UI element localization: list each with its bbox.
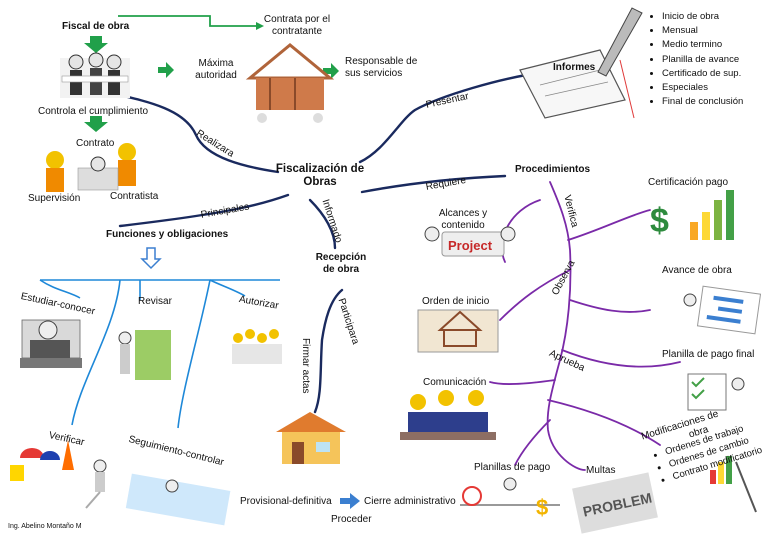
workers-illustration [60, 52, 130, 98]
svg-text:$: $ [536, 495, 548, 520]
proc-alcances: Alcances y contenido [438, 208, 488, 232]
house-illustration [276, 412, 346, 464]
measuring-man-illustration [85, 459, 107, 509]
contratista-label: Contratista [110, 191, 159, 202]
blue-branches [39, 279, 280, 429]
team-illustration [232, 329, 282, 364]
recepcion-node: Recepción de obra [312, 252, 370, 276]
proc-certificacion: Certificación pago [648, 177, 729, 188]
proc-planillas-pago: Planillas de pago [474, 462, 551, 473]
proc-planilla-final: Planilla de pago final [662, 349, 755, 360]
alcances-line1: Alcances y [438, 208, 488, 219]
recepcion-line1: Recepción [315, 252, 367, 263]
dollar-growth-chart-illustration: $ [650, 190, 734, 240]
contrata-line2: contratante [271, 26, 323, 37]
contrata-line1: Contrata por el [263, 14, 331, 25]
recepcion-line2: de obra [322, 264, 360, 275]
checklist-man-illustration [118, 330, 171, 380]
fiscal-title: Fiscal de obra [62, 21, 130, 32]
responsable-line2: sus servicios [345, 68, 403, 79]
project-word: Project [448, 238, 493, 253]
blueprints-illustration [125, 473, 231, 526]
link-firmar-actas: Firmar actas [300, 338, 311, 394]
center-node: Fiscalización de Obras [272, 163, 368, 189]
procedimientos-title: Procedimientos [515, 164, 591, 175]
balance-clock-dollar-illustration: $ [460, 477, 560, 520]
maxima-line1: Máxima [198, 58, 234, 69]
informes-title: Informes [553, 62, 596, 73]
responsable-line1: Responsable de [345, 56, 418, 67]
proc-orden: Orden de inicio [422, 296, 490, 307]
notebook-pencil-illustration [519, 7, 643, 119]
informes-item: Mensual [662, 24, 743, 38]
reading-man-illustration [20, 319, 82, 368]
contract-meeting-illustration [46, 143, 136, 192]
right-arrow [340, 493, 360, 509]
controla-label: Controla el cumplimiento [38, 106, 149, 117]
down-arrow-outline [140, 247, 162, 270]
recepcion-provisional: Provisional-definitiva [240, 496, 332, 507]
safety-gear-illustration [10, 440, 74, 481]
recepcion-proceder: Proceder [331, 514, 372, 525]
alcances-line2: contenido [441, 220, 485, 231]
contrato-label: Contrato [76, 138, 115, 149]
informes-item: Especiales [662, 81, 743, 95]
project-puzzle-illustration [424, 226, 516, 257]
pencil-bar-chart-illustration [710, 456, 757, 513]
maxima-line2: autoridad [195, 70, 237, 81]
proc-avance: Avance de obra [662, 265, 732, 276]
gantt-board-illustration [683, 285, 762, 335]
house-construction-illustration [245, 43, 335, 123]
proc-multas: Multas [586, 465, 616, 476]
funciones-title: Funciones y obligaciones [106, 229, 229, 240]
navy-branches [113, 70, 547, 414]
maxima-label: Máxima autoridad [185, 58, 247, 82]
informes-item: Certificado de sup. [662, 67, 743, 81]
informes-list: Inicio de obra Mensual Medio termino Pla… [648, 10, 743, 109]
funciones-revisar: Revisar [138, 296, 172, 307]
informes-item: Final de conclusión [662, 95, 743, 109]
house-model-illustration [417, 309, 499, 353]
contrata-label: Contrata por el contratante [252, 14, 342, 38]
recepcion-cierre: Cierre administrativo [364, 496, 456, 507]
informes-item: Planilla de avance [662, 53, 743, 67]
center-line2: Obras [303, 176, 337, 188]
supervision-label: Supervisión [28, 193, 81, 204]
checkbox-board-illustration [687, 373, 745, 411]
center-line1: Fiscalización de [275, 163, 365, 175]
svg-text:$: $ [650, 202, 669, 240]
meeting-illustration [400, 390, 496, 440]
responsable-label: Responsable de sus servicios [345, 56, 417, 80]
green-arrows [84, 15, 339, 132]
problem-blocks-illustration [572, 472, 658, 534]
informes-item: Medio termino [662, 38, 743, 52]
author-credit: Ing. Abelino Montaño M [8, 523, 82, 530]
informes-item: Inicio de obra [662, 10, 743, 24]
purple-branches [489, 181, 681, 471]
proc-comunicacion: Comunicación [423, 377, 487, 388]
